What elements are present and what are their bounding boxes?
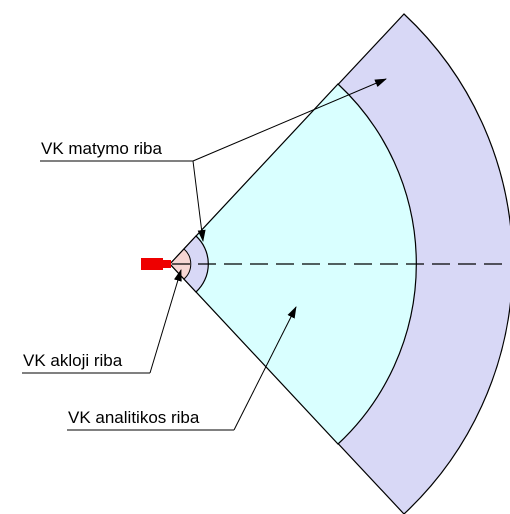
visibility-leader: [40, 78, 387, 242]
visibility-label: VK matymo riba: [41, 139, 162, 158]
analytics-leader: [67, 306, 297, 431]
analytics-label: VK analitikos riba: [68, 408, 200, 427]
camera-icon: [141, 258, 171, 270]
blind-label: VK akloji riba: [23, 351, 123, 370]
blind-leader: [22, 269, 182, 374]
